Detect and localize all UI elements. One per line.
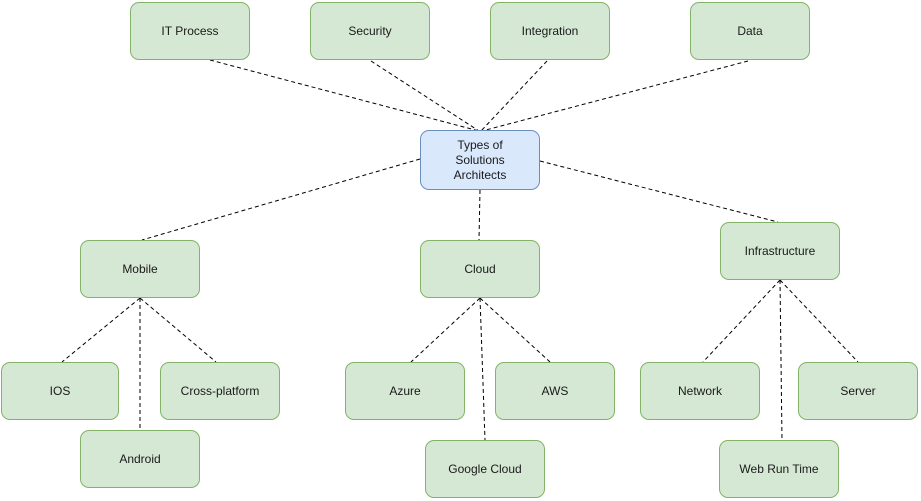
node-integration[interactable]: Integration — [490, 2, 610, 60]
node-mobile[interactable]: Mobile — [80, 240, 200, 298]
node-it-process[interactable]: IT Process — [130, 2, 250, 60]
edge-infrastructure-server — [779, 279, 859, 363]
edge-mobile-cross-platform — [139, 297, 217, 363]
node-ios[interactable]: IOS — [1, 362, 119, 420]
edge-infrastructure-web-run-time — [779, 279, 783, 441]
node-label: IOS — [49, 383, 71, 398]
edge-root-cloud — [478, 189, 481, 241]
node-label: Azure — [389, 383, 421, 398]
node-label: Security — [348, 23, 392, 38]
node-label: Mobile — [122, 261, 158, 276]
node-android[interactable]: Android — [80, 430, 200, 488]
edge-cloud-azure — [410, 297, 481, 363]
edge-root-mobile — [141, 158, 421, 241]
edge-security-root — [370, 60, 480, 132]
node-cross-platform[interactable]: Cross-platform — [160, 362, 280, 420]
node-label: Google Cloud — [448, 461, 522, 476]
node-infrastructure[interactable]: Infrastructure — [720, 222, 840, 280]
edge-data-root — [481, 60, 749, 132]
edge-cloud-google-cloud — [479, 297, 486, 441]
node-label: Integration — [521, 23, 579, 38]
node-web-run-time[interactable]: Web Run Time — [719, 440, 839, 498]
edge-mobile-ios — [61, 297, 141, 363]
edge-integration-root — [480, 60, 548, 132]
node-label: Web Run Time — [739, 461, 819, 476]
node-label: IT Process — [161, 23, 219, 38]
node-aws[interactable]: AWS — [495, 362, 615, 420]
node-label: AWS — [541, 383, 569, 398]
node-label: Infrastructure — [744, 243, 816, 258]
node-google-cloud[interactable]: Google Cloud — [425, 440, 545, 498]
edge-infrastructure-network — [702, 279, 781, 363]
node-label: Data — [737, 23, 763, 38]
edge-cloud-aws — [479, 297, 551, 363]
node-server[interactable]: Server — [798, 362, 918, 420]
node-azure[interactable]: Azure — [345, 362, 465, 420]
node-network[interactable]: Network — [640, 362, 760, 420]
node-label: Network — [677, 383, 722, 398]
node-security[interactable]: Security — [310, 2, 430, 60]
node-label: Android — [119, 451, 161, 466]
edge-root-infrastructure — [539, 160, 779, 223]
node-label: Cloud — [464, 261, 496, 276]
node-data[interactable]: Data — [690, 2, 810, 60]
node-cloud[interactable]: Cloud — [420, 240, 540, 298]
node-root-types-of-solutions-architects[interactable]: Types of Solutions Architects — [420, 130, 540, 190]
edge-it-process-root — [209, 59, 480, 132]
node-label: Cross-platform — [180, 383, 260, 398]
node-label: Server — [840, 383, 876, 398]
node-label: Types of Solutions Architects — [453, 137, 507, 182]
